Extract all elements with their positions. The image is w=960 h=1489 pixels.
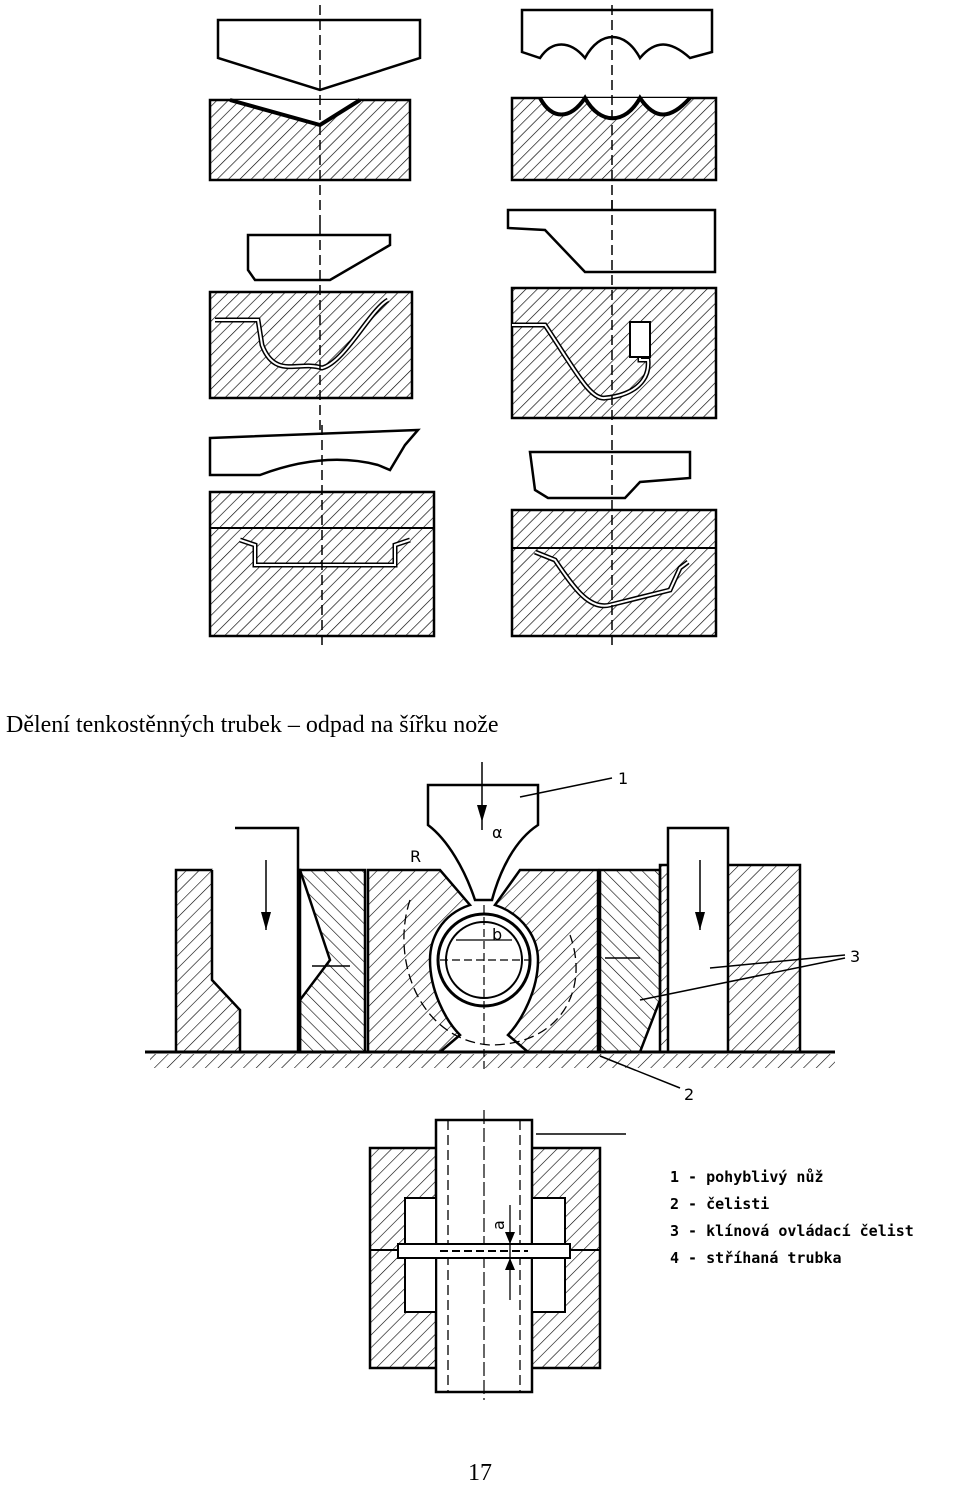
u-bend-punch xyxy=(246,233,392,282)
wedge-jaw-right xyxy=(598,868,662,1054)
side-section: a xyxy=(368,1110,626,1400)
hook-bend-punch xyxy=(506,208,717,274)
jaw-right xyxy=(492,868,600,1054)
callout-1: 1 xyxy=(618,769,628,788)
callout-2: 2 xyxy=(684,1085,694,1104)
jaw-left xyxy=(366,868,473,1054)
flange-punch xyxy=(208,428,421,477)
wave-die xyxy=(510,94,718,182)
legend-item-3: 3 - klínová ovládací čelist xyxy=(670,1222,914,1240)
legend-item-1: 1 - pohyblivý nůž xyxy=(670,1168,824,1186)
bending-dies-figure xyxy=(208,5,718,650)
page-number: 17 xyxy=(468,1460,492,1486)
left-frame xyxy=(174,826,302,1054)
tube-cutting-figure: 1 3 2 α R b a 1 - pohyblivý nůž 2 - čeli… xyxy=(145,762,914,1400)
figure-caption: Dělení tenkostěnných trubek – odpad na š… xyxy=(6,712,499,738)
callout-3: 3 xyxy=(850,947,860,966)
u-bend-die xyxy=(208,290,414,400)
wedge-jaw-left xyxy=(298,868,367,1054)
legend-item-4: 4 - stříhaná trubka xyxy=(670,1249,842,1267)
radius-label: R xyxy=(410,847,421,866)
offset-punch xyxy=(528,450,692,500)
wave-punch xyxy=(520,8,714,61)
offset-die xyxy=(510,508,718,638)
hook-bend-die xyxy=(510,286,718,420)
a-label: a xyxy=(489,1220,508,1230)
v-bend-die xyxy=(208,98,412,182)
moving-knife xyxy=(426,762,540,902)
legend: 1 - pohyblivý nůž 2 - čelisti 3 - klínov… xyxy=(670,1168,914,1267)
right-frame xyxy=(658,826,802,1054)
v-bend-punch xyxy=(216,18,422,92)
base-plate xyxy=(145,1050,835,1068)
b-label: b xyxy=(492,925,502,944)
cut-tube xyxy=(436,905,532,1070)
legend-item-2: 2 - čelisti xyxy=(670,1195,769,1213)
alpha-label: α xyxy=(492,823,503,842)
